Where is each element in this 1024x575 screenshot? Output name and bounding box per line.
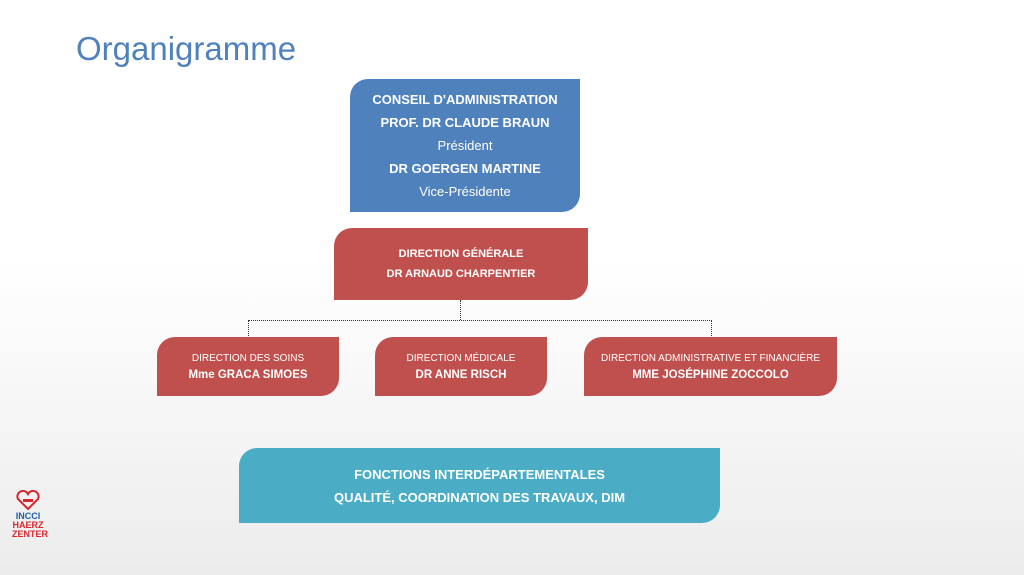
fonctions-detail: QUALITÉ, COORDINATION DES TRAVAUX, DIM xyxy=(333,489,626,505)
direction-medicale-box: DIRECTION MÉDICALE DR ANNE RISCH xyxy=(375,337,547,396)
direction-heading: DIRECTION ADMINISTRATIVE ET FINANCIÈRE xyxy=(600,352,821,364)
conseil-heading: CONSEIL D'ADMINISTRATION xyxy=(372,92,558,107)
direction-soins-box: DIRECTION DES SOINS Mme GRACA SIMOES xyxy=(157,337,339,396)
conseil-administration-box: CONSEIL D'ADMINISTRATION PROF. DR CLAUDE… xyxy=(350,79,580,212)
direction-name: MME JOSÉPHINE ZOCCOLO xyxy=(632,368,789,381)
direction-name: Mme GRACA SIMOES xyxy=(188,368,308,381)
direction-name: DR ANNE RISCH xyxy=(415,368,507,381)
fonctions-box: FONCTIONS INTERDÉPARTEMENTALES QUALITÉ, … xyxy=(239,448,720,523)
fonctions-heading: FONCTIONS INTERDÉPARTEMENTALES xyxy=(354,466,605,482)
page-title: Organigramme xyxy=(76,30,297,67)
connector-line xyxy=(248,320,712,338)
heart-icon xyxy=(16,489,40,511)
dg-name: DR ARNAUD CHARPENTIER xyxy=(386,268,536,280)
incci-logo: INCCI HAERZ ZENTER xyxy=(12,489,48,539)
logo-line3: ZENTER xyxy=(12,529,48,539)
vice-name: DR GOERGEN MARTINE xyxy=(389,161,541,176)
logo-line2: HAERZ xyxy=(12,520,44,530)
dg-heading: DIRECTION GÉNÉRALE xyxy=(398,248,524,260)
direction-heading: DIRECTION MÉDICALE xyxy=(406,352,516,364)
logo-line1: INCCI xyxy=(15,511,41,521)
direction-heading: DIRECTION DES SOINS xyxy=(191,352,305,364)
vice-role: Vice-Présidente xyxy=(419,184,511,199)
direction-administrative-box: DIRECTION ADMINISTRATIVE ET FINANCIÈRE M… xyxy=(584,337,837,396)
direction-generale-box: DIRECTION GÉNÉRALE DR ARNAUD CHARPENTIER xyxy=(334,228,588,300)
president-name: PROF. DR CLAUDE BRAUN xyxy=(380,115,550,130)
president-role: Président xyxy=(437,138,493,153)
connector-line xyxy=(460,300,461,320)
